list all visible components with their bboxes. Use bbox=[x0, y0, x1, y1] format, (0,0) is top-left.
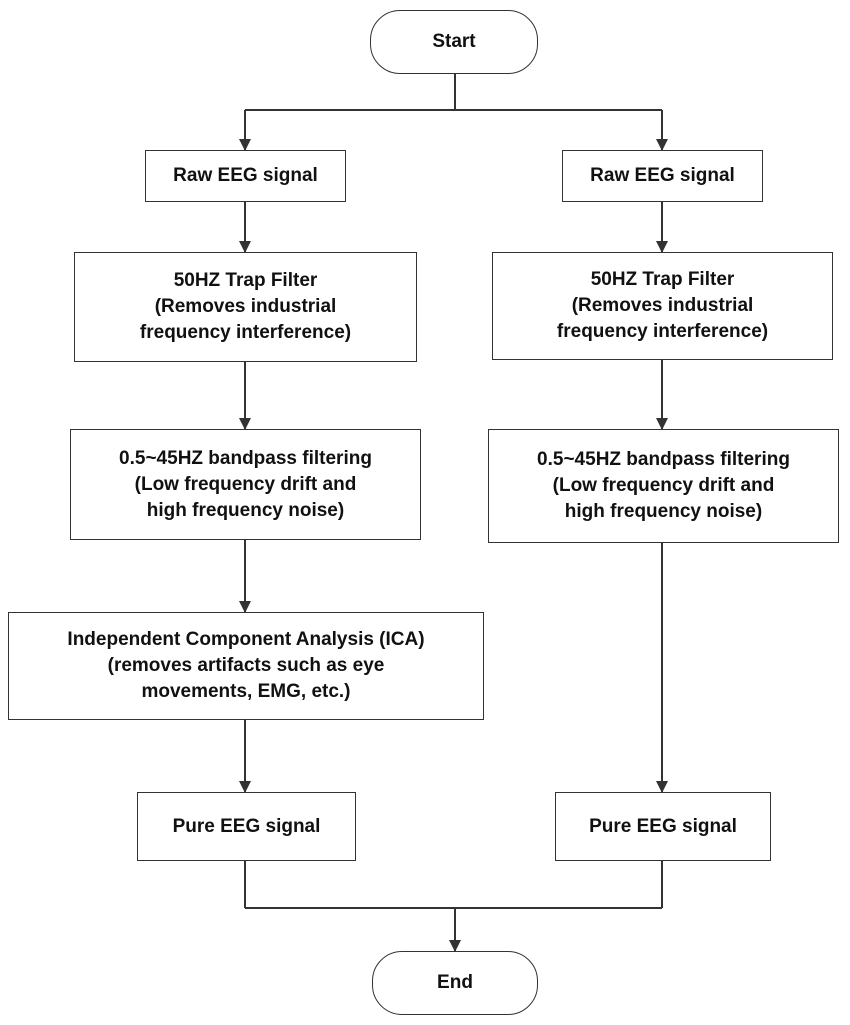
right-raw-eeg-node: Raw EEG signal bbox=[562, 150, 763, 202]
end-node: End bbox=[372, 951, 538, 1015]
right-trap-filter-node: 50HZ Trap Filter (Removes industrial fre… bbox=[492, 252, 833, 360]
left-raw-eeg-node: Raw EEG signal bbox=[145, 150, 346, 202]
left-pure-eeg-node: Pure EEG signal bbox=[137, 792, 356, 861]
left-bandpass-node: 0.5~45HZ bandpass filtering (Low frequen… bbox=[70, 429, 421, 540]
right-bandpass-node: 0.5~45HZ bandpass filtering (Low frequen… bbox=[488, 429, 839, 543]
left-trap-filter-node: 50HZ Trap Filter (Removes industrial fre… bbox=[74, 252, 417, 362]
start-node: Start bbox=[370, 10, 538, 74]
left-ica-node: Independent Component Analysis (ICA) (re… bbox=[8, 612, 484, 720]
right-pure-eeg-node: Pure EEG signal bbox=[555, 792, 771, 861]
